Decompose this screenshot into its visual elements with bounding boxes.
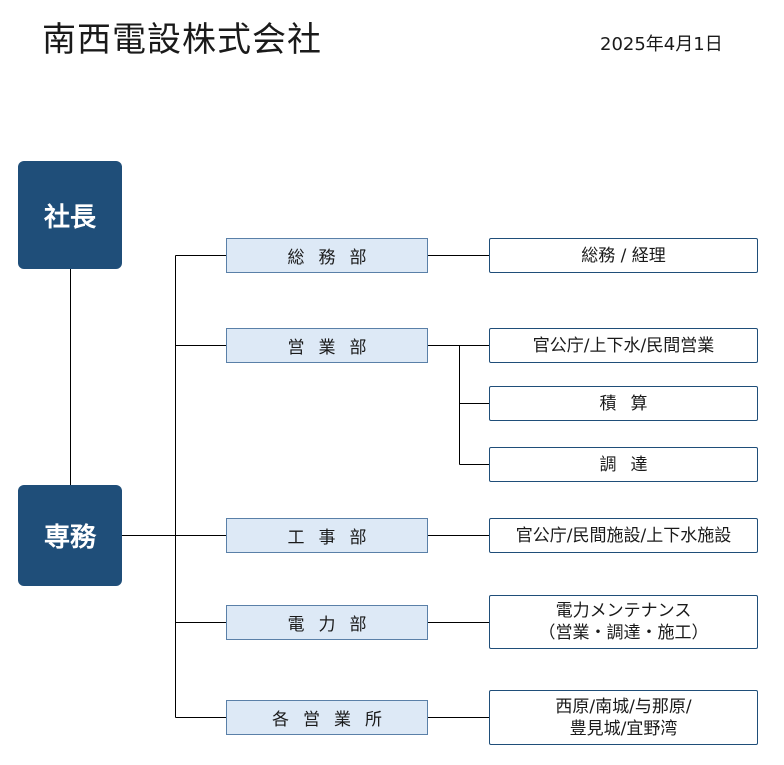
- section-public-sales: 官公庁/上下水/民間営業: [489, 328, 758, 363]
- company-name: 南西電設株式会社: [42, 20, 322, 60]
- section-construction-works: 官公庁/民間施設/上下水施設: [489, 518, 758, 553]
- dept-power: 電力部: [226, 605, 428, 640]
- date-label: 2025年4月1日: [600, 34, 723, 55]
- director-box: 専務: [18, 485, 122, 586]
- office-locations-line2: 豊見城/宜野湾: [569, 718, 678, 739]
- power-maintenance-line2: （営業・調達・施工）: [538, 623, 709, 643]
- section-procurement: 調達: [489, 447, 758, 482]
- power-maintenance-line1: 電力メンテナンス: [555, 601, 692, 621]
- dept-branch-offices: 各営業所: [226, 700, 428, 735]
- president-box: 社長: [18, 161, 122, 269]
- section-power-maintenance: 電力メンテナンス （営業・調達・施工）: [489, 595, 758, 649]
- office-locations-line1: 西原/南城/与那原/: [555, 696, 692, 717]
- section-office-locations: 西原/南城/与那原/ 豊見城/宜野湾: [489, 690, 758, 745]
- dept-sales: 営業部: [226, 328, 428, 363]
- section-estimation: 積算: [489, 386, 758, 421]
- section-general-accounting: 総務 / 経理: [489, 238, 758, 273]
- dept-general-affairs: 総務部: [226, 238, 428, 273]
- dept-construction: 工事部: [226, 518, 428, 553]
